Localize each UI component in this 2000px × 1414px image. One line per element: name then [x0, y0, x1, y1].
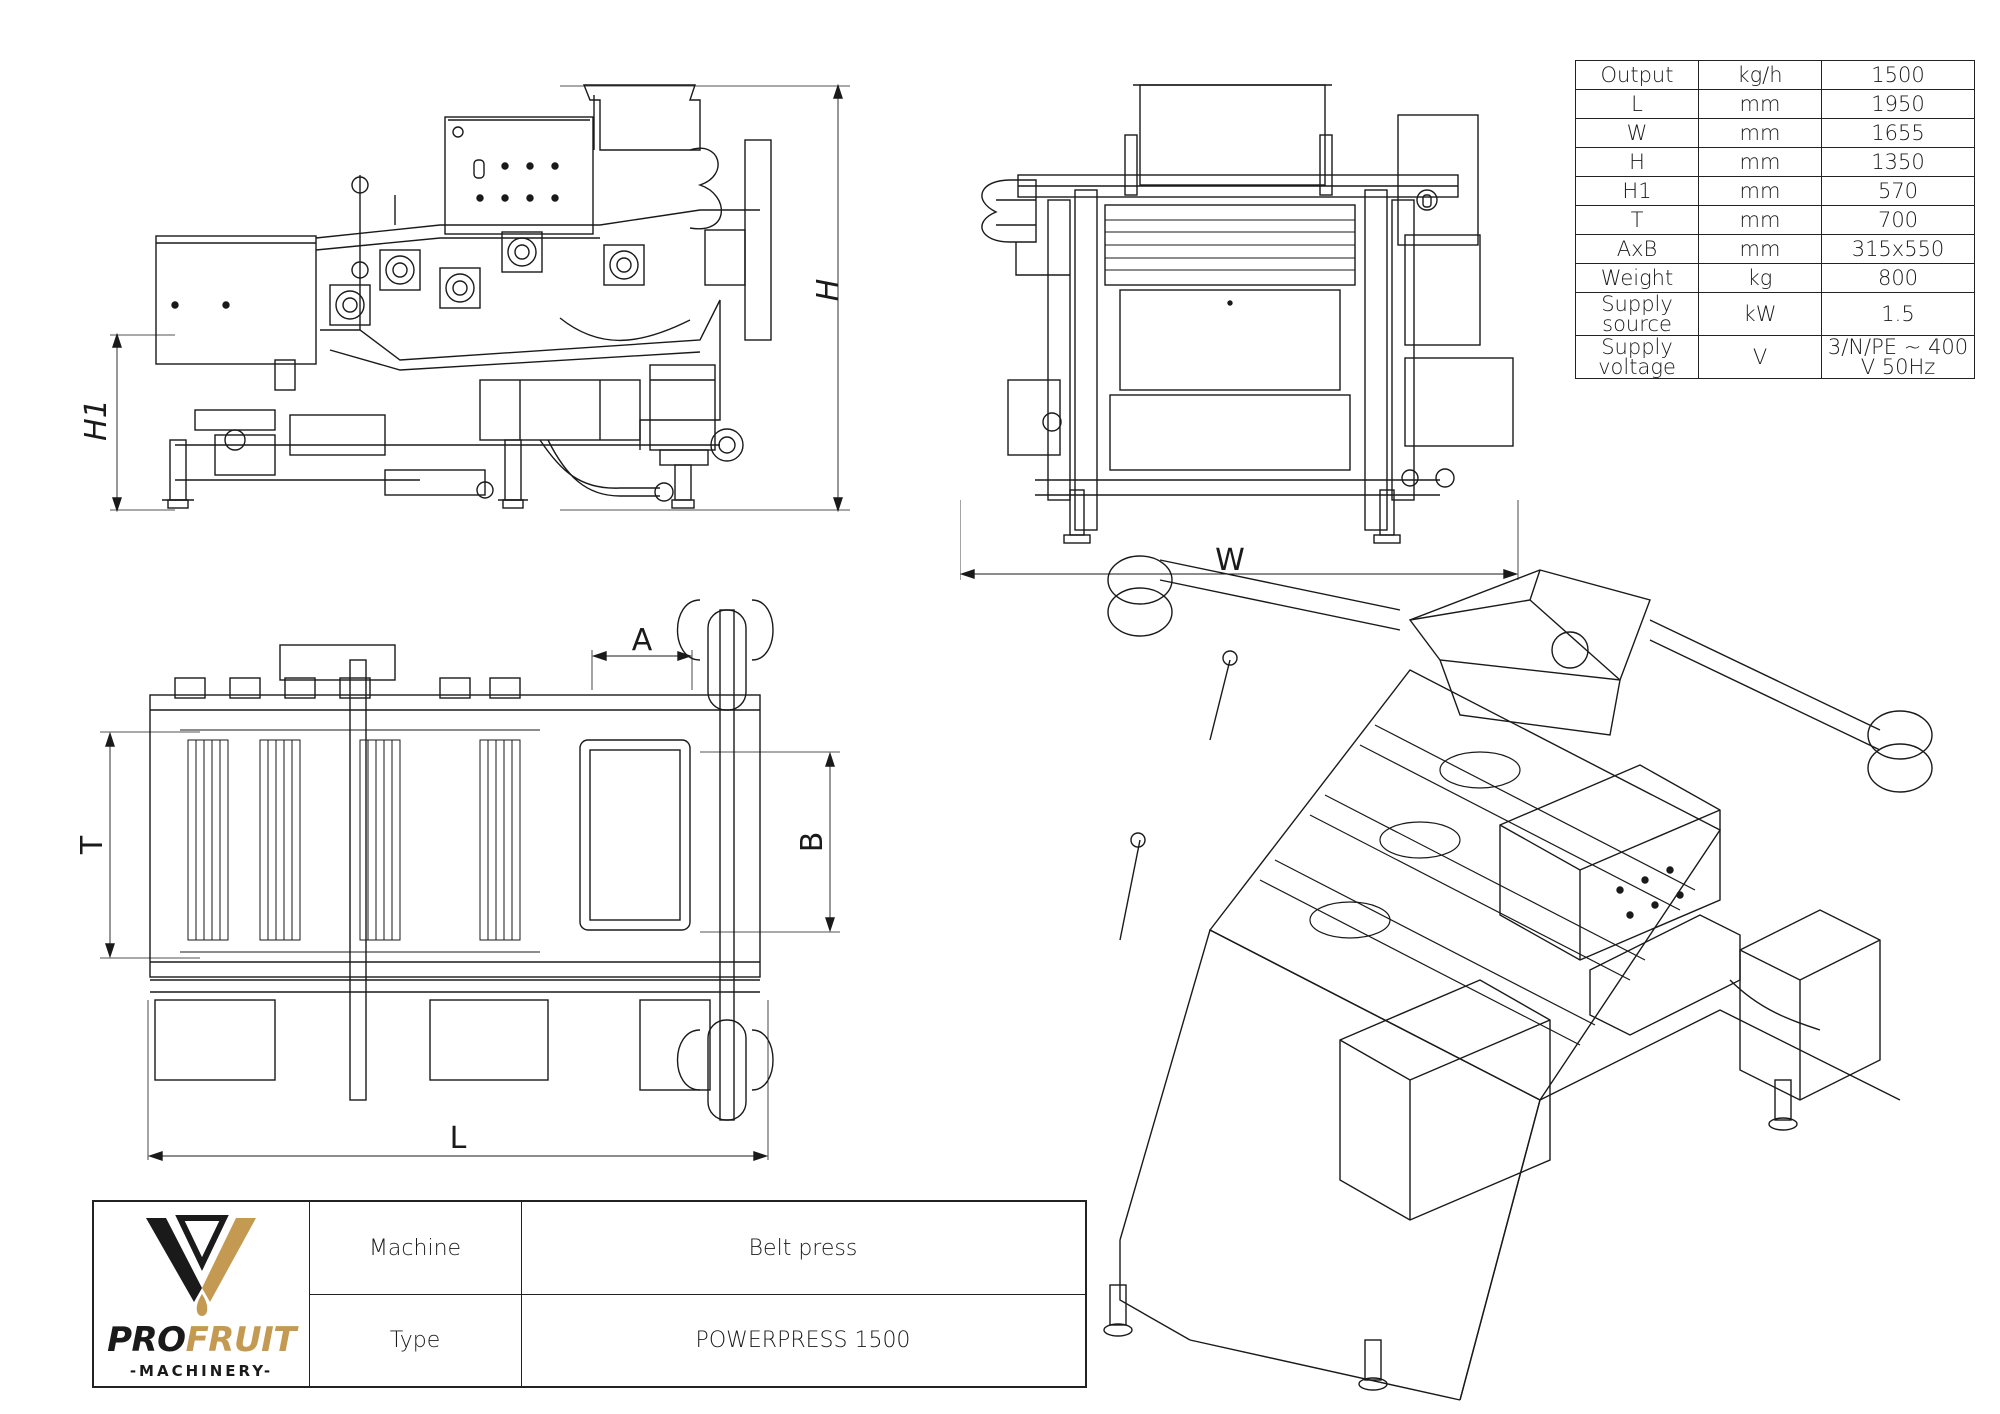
spec-unit: mm — [1698, 176, 1822, 206]
type-label: Type — [309, 1294, 522, 1386]
spec-unit: kg — [1698, 263, 1822, 293]
spec-value: 1950 — [1821, 89, 1975, 119]
spec-unit: V — [1698, 335, 1822, 379]
brand-wordmark: PROFRUIT — [94, 1320, 309, 1360]
spec-value: 800 — [1821, 263, 1975, 293]
spec-unit: mm — [1698, 118, 1822, 148]
machine-row: Machine Belt press — [309, 1202, 1085, 1295]
spec-param: L — [1575, 89, 1699, 119]
brand-pro: PRO — [107, 1320, 186, 1360]
spec-unit: mm — [1698, 147, 1822, 177]
spec-param: H — [1575, 147, 1699, 177]
spec-value: 315x550 — [1821, 234, 1975, 264]
dim-label-b: B — [795, 832, 830, 853]
spec-value: 3/N/PE ~ 400 V 50Hz — [1821, 335, 1975, 379]
spec-param: Weight — [1575, 263, 1699, 293]
spec-unit: kg/h — [1698, 60, 1822, 90]
spec-unit: mm — [1698, 205, 1822, 235]
title-block: PROFRUIT -MACHINERY- Machine Belt press … — [92, 1200, 1087, 1388]
dim-label-l: L — [450, 1121, 467, 1156]
isometric-view-drawing — [1103, 555, 1933, 1401]
spec-value: 570 — [1821, 176, 1975, 206]
spec-param: Output — [1575, 60, 1699, 90]
brand-emblem-icon — [146, 1215, 256, 1316]
dim-label-h: H — [811, 279, 846, 302]
dim-label-h1: H1 — [79, 399, 114, 441]
dim-label-t: T — [80, 835, 110, 855]
spec-value: 1350 — [1821, 147, 1975, 177]
type-row: Type POWERPRESS 1500 — [309, 1294, 1085, 1386]
machine-value: Belt press — [748, 1235, 858, 1261]
type-value: POWERPRESS 1500 — [695, 1327, 911, 1353]
spec-unit: mm — [1698, 234, 1822, 264]
spec-unit: kW — [1698, 292, 1822, 336]
spec-value: 1500 — [1821, 60, 1975, 90]
spec-param: T — [1575, 205, 1699, 235]
spec-value: 1655 — [1821, 118, 1975, 148]
spec-param: Supply source — [1575, 292, 1699, 336]
spec-param: W — [1575, 118, 1699, 148]
machine-label: Machine — [309, 1202, 522, 1294]
front-view-drawing: W — [960, 84, 1519, 580]
spec-value: 700 — [1821, 205, 1975, 235]
dim-label-a: A — [632, 623, 653, 658]
side-view-drawing: H H1 — [79, 83, 850, 513]
brand-logo: PROFRUIT -MACHINERY- — [94, 1202, 310, 1386]
brand-subtitle: -MACHINERY- — [129, 1362, 274, 1380]
spec-value: 1.5 — [1821, 292, 1975, 336]
brand-fruit: FRUIT — [185, 1320, 297, 1360]
spec-param: Supply voltage — [1575, 335, 1699, 379]
top-view-drawing: A T B L — [80, 599, 840, 1161]
spec-param: AxB — [1575, 234, 1699, 264]
spec-param: H1 — [1575, 176, 1699, 206]
spec-unit: mm — [1698, 89, 1822, 119]
